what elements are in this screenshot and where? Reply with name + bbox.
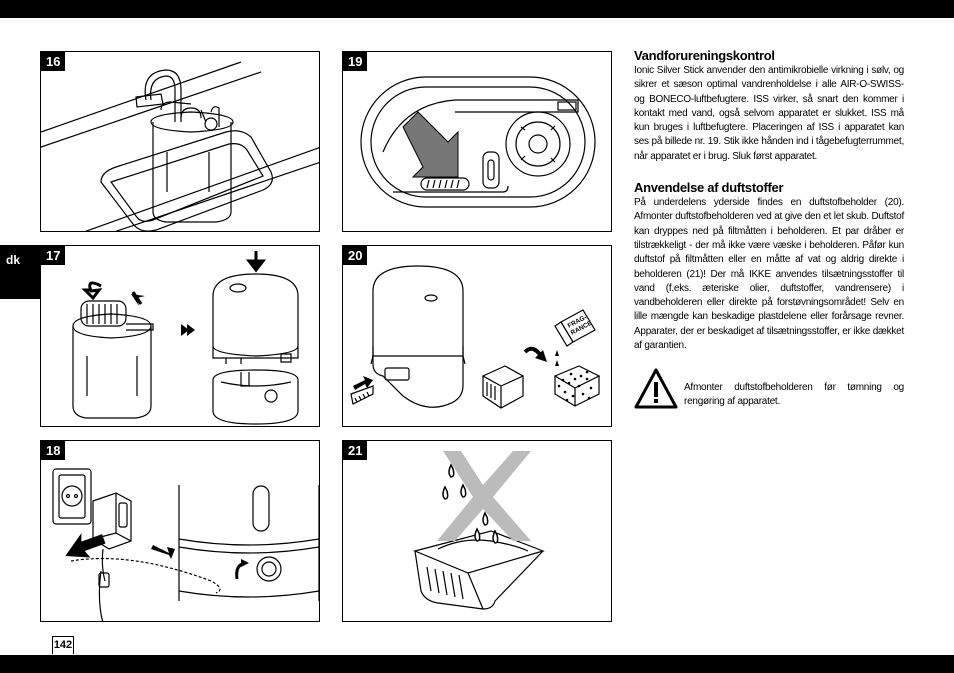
text-column: Vandforureningskontrol Ionic Silver Stic… (634, 48, 904, 353)
figure-number: 20 (343, 246, 368, 265)
section-body-water-control: Ionic Silver Stick anvender den antimikr… (634, 65, 904, 162)
top-bar (0, 0, 954, 18)
power-plug-illustration (52, 468, 319, 621)
figure-19: 19 (342, 51, 612, 232)
warning-note: Afmonter duftstofbeholderen før tømning … (634, 368, 904, 412)
fragrance-container-illustration: FRAG- RANCE (350, 265, 601, 409)
figure-number: 19 (343, 52, 368, 71)
figure-18: 18 (40, 440, 320, 622)
figure-20: 20 (342, 245, 612, 427)
warning-triangle-icon (634, 368, 678, 409)
figure-number: 16 (41, 52, 66, 71)
bottom-bar (0, 655, 954, 673)
figure-number: 21 (343, 441, 368, 460)
warning-text: Afmonter duftstofbeholderen før tømning … (684, 382, 904, 408)
figure-16: 16 (40, 51, 320, 232)
figure-number: 18 (41, 441, 66, 460)
figure-21: 21 (342, 440, 612, 622)
figure-number: 17 (41, 246, 66, 265)
section-heading-fragrance: Anvendelse af duftstoffer (634, 180, 784, 196)
sink-fill-illustration (41, 61, 319, 231)
language-tab: dk (0, 245, 40, 299)
section-body-fragrance: På underdelens yderside findes en duftst… (634, 197, 904, 352)
no-direct-drip-illustration (413, 451, 545, 610)
page-number: 142 (52, 636, 74, 654)
section-heading-water-control: Vandforureningskontrol (634, 48, 775, 63)
iss-placement-illustration (360, 76, 596, 208)
tank-cap-illustration (72, 251, 299, 425)
figure-17: 17 (40, 245, 320, 427)
